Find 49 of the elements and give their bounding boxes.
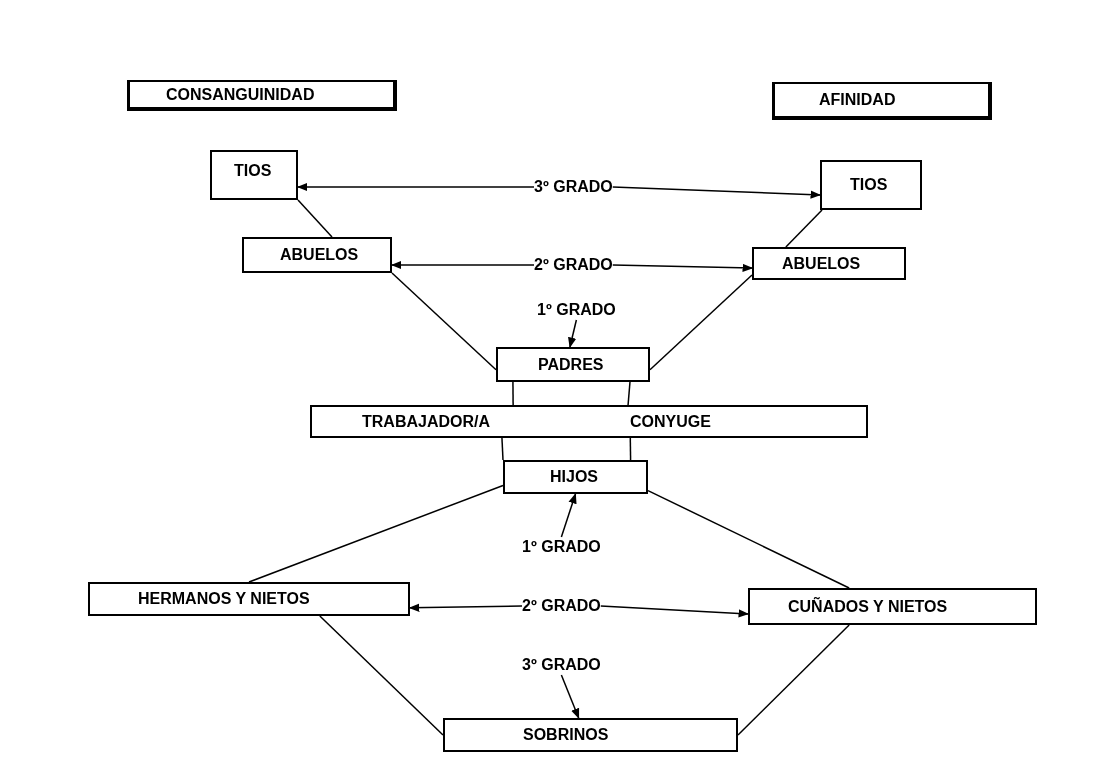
relation-box [820,160,922,210]
relation-box [210,150,298,200]
relation-box [748,588,1037,625]
box-label: ABUELOS [280,246,359,264]
degree-label: 1º GRADO [537,300,616,320]
relation-box [127,80,397,111]
box-label: CONSANGUINIDAD [166,85,315,104]
box-label: HIJOS [550,468,598,486]
degree-label: 2º GRADO [522,596,601,616]
degree-label: 3º GRADO [534,177,613,197]
connector-line [629,437,632,461]
box-label: TIOS [850,176,888,194]
arrow [612,186,822,199]
degree-label: 1º GRADO [522,537,601,557]
box-label: TIOS [234,162,272,180]
relation-box [443,718,738,752]
degree-label: 2º GRADO [534,255,613,275]
connector-line [319,615,444,736]
box-label: AFINIDAD [819,91,896,109]
box-label: SOBRINOS [523,726,609,744]
relation-box [88,582,410,616]
box-label: CUÑADOS Y NIETOS [788,597,948,616]
connector-line [297,199,333,238]
arrow [560,493,577,538]
relation-box [772,82,992,120]
connector-line [391,272,497,371]
connector-line [248,484,504,583]
connector-line [512,381,514,406]
box-label: CONYUGE [630,413,711,431]
box-label: ABUELOS [782,254,861,273]
arrow [600,605,750,618]
arrow [568,319,578,348]
connector-line [627,381,631,406]
relation-box [310,405,868,438]
degree-label: 3º GRADO [522,655,601,675]
box-label: HERMANOS Y NIETOS [138,590,310,608]
arrow [612,263,754,273]
connector-line [647,489,850,589]
box-label: TRABAJADOR/A [362,413,490,431]
connector-line [785,209,823,248]
connector-line [501,437,504,461]
connector-line [737,624,850,736]
box-label: PADRES [538,355,604,374]
arrow [560,674,580,719]
relation-box [503,460,648,494]
relation-box [496,347,650,382]
connector-line [649,274,753,371]
relation-box [752,247,906,280]
relation-box [242,237,392,273]
